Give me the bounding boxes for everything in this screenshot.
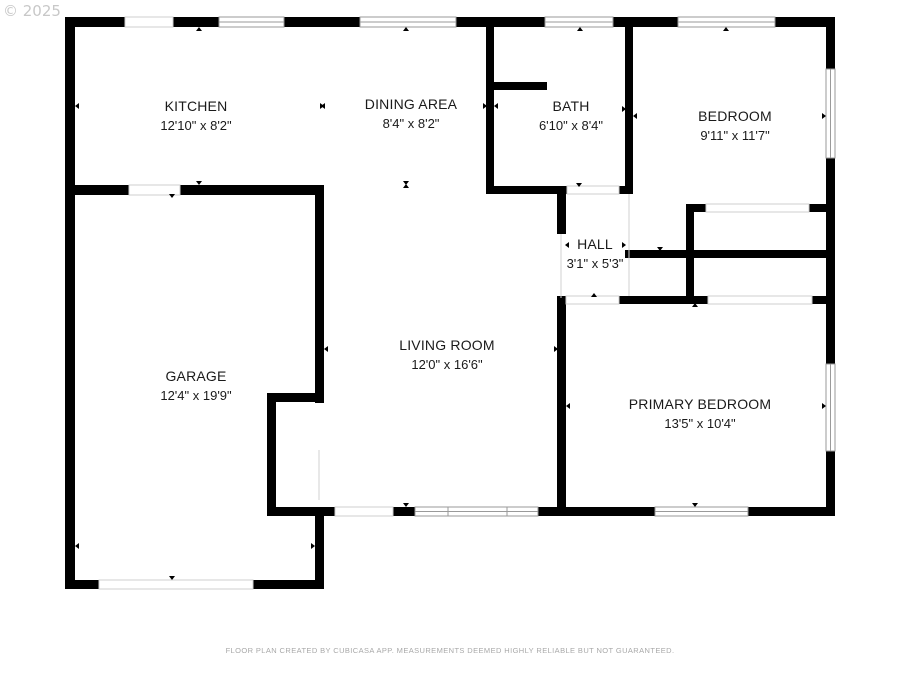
wall-hall-left [557,186,566,234]
room-dimensions: 3'1" x 5'3" [567,256,624,271]
wall-top-5 [613,17,678,27]
wall-closet-divider [625,250,835,258]
wall-primary-top-2 [619,296,708,304]
wall-living-right [557,298,566,516]
room-name: PRIMARY BEDROOM [629,396,772,412]
window-kitchen-top [218,16,285,28]
wall-left [65,17,75,589]
room-name: LIVING ROOM [399,337,495,353]
room-name: GARAGE [165,368,226,384]
wall-primary-top-3 [812,296,835,304]
room-dimensions: 12'10" x 8'2" [160,118,232,133]
room-bath: BATH 6'10" x 8'4" [539,98,603,133]
window-dining-top [359,16,457,28]
walls [65,17,835,589]
wall-kitchen-garage-1 [65,185,129,195]
wall-primary-bottom [748,507,835,516]
wall-bath-bottom-1 [486,186,567,194]
room-name: BATH [552,98,589,114]
wall-bath-right [625,17,633,194]
room-dimensions: 13'5" x 10'4" [664,416,736,431]
wall-closet2-top-r [809,204,835,212]
wall-bath-stub [486,82,547,90]
room-hall: HALL 3'1" x 5'3" [567,236,624,271]
wall-top-4 [456,17,545,27]
door-primary [565,295,620,305]
door-living-bottom [334,506,394,517]
door-bath [566,185,620,195]
door-openings [98,16,813,590]
door-primary-closet [707,295,813,305]
wall-top-3 [284,17,360,27]
window-primary-bottom [654,506,749,517]
room-name: DINING AREA [365,96,458,112]
room-dimensions: 12'4" x 19'9" [160,388,232,403]
wall-right-1 [826,17,835,69]
wall-bath-left [486,17,494,193]
wall-closet-top [267,393,324,402]
room-primary-bedroom: PRIMARY BEDROOM 13'5" x 10'4" [629,396,772,431]
door-closet2 [705,203,810,213]
room-living-room: LIVING ROOM 12'0" x 16'6" [399,337,495,372]
wall-closet-bottom [267,507,335,516]
wall-garage-right [315,185,324,403]
wall-closet2-top [686,204,706,212]
window-bedroom-right [825,68,836,159]
room-dimensions: 12'0" x 16'6" [411,357,483,372]
room-garage: GARAGE 12'4" x 19'9" [160,368,232,403]
room-name: KITCHEN [165,98,228,114]
windows [218,16,836,517]
wall-top-6 [775,17,835,27]
room-dimensions: 8'4" x 8'2" [383,116,440,131]
room-dimensions: 9'11" x 11'7" [700,128,770,143]
door-garage-bottom [98,579,254,590]
wall-right-3 [826,451,835,516]
dimension-markers [75,27,826,580]
wall-closet-left [267,393,276,516]
window-living-bottom [414,506,539,517]
room-name: BEDROOM [698,108,772,124]
wall-garage-bottom-1 [65,580,99,589]
room-bedroom: BEDROOM 9'11" x 11'7" [698,108,772,143]
wall-garage-right-lower [315,507,324,589]
door-kitchen-garage [128,184,181,196]
footer-disclaimer: FLOOR PLAN CREATED BY CUBICASA APP. MEAS… [225,646,675,655]
room-dining-area: DINING AREA 8'4" x 8'2" [365,96,458,131]
wall-right-2 [826,158,835,364]
wall-garage-bottom-2 [253,580,324,589]
copyright-watermark: © 2025 [3,2,61,20]
wall-kitchen-garage-2 [180,185,324,195]
door-kitchen-top [124,16,174,28]
wall-living-bottom-1 [393,507,415,516]
window-primary-right [825,363,836,452]
wall-top-1 [65,17,125,27]
room-name: HALL [577,236,613,252]
room-kitchen: KITCHEN 12'10" x 8'2" [160,98,232,133]
wall-primary-top-1 [557,296,566,304]
wall-living-bottom-2 [538,507,655,516]
room-dimensions: 6'10" x 8'4" [539,118,603,133]
wall-top-2 [173,17,219,27]
window-bath-top [544,16,614,28]
window-bedroom-top [677,16,776,28]
